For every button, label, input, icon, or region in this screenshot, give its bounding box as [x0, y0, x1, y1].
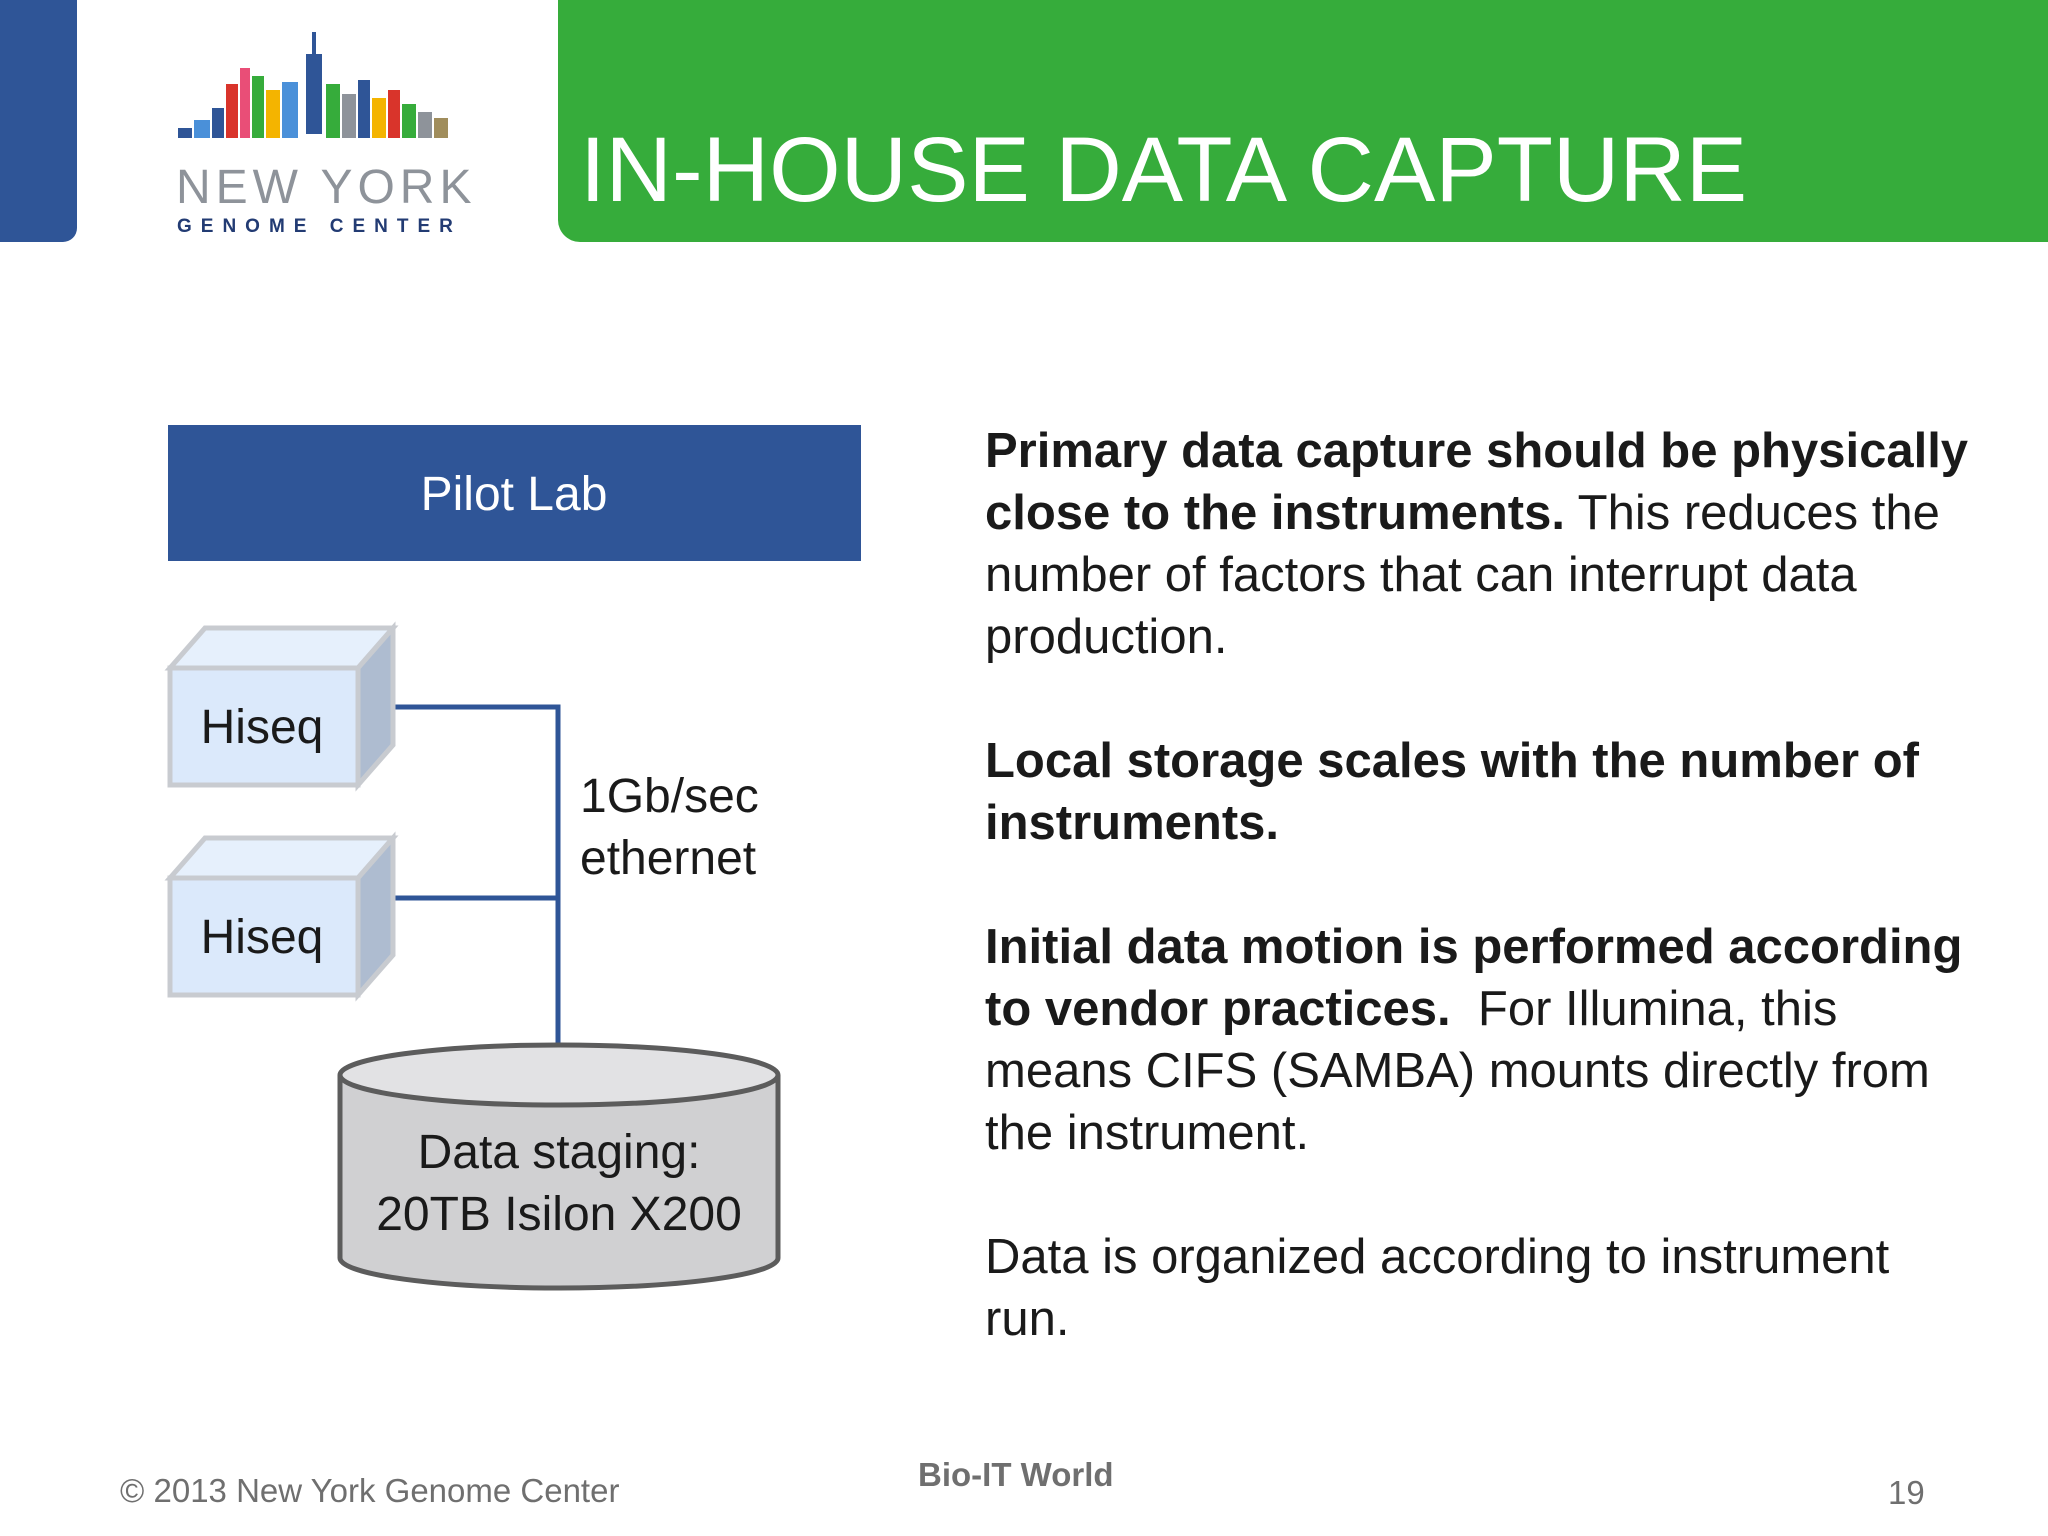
paragraph-1-bold: Primary data capture should be physicall…	[985, 424, 1969, 540]
hiseq-label-1: Hiseq	[201, 701, 324, 754]
left-accent-tab	[0, 0, 77, 242]
page-number: 19	[1888, 1474, 1925, 1511]
paragraph-4-text: Data is organized according to instrumen…	[985, 1230, 1890, 1346]
paragraph-1: Primary data capture should be physicall…	[985, 420, 1985, 668]
footer-event: Bio-IT World	[918, 1456, 1114, 1493]
paragraph-3: Initial data motion is performed accordi…	[985, 916, 1985, 1164]
paragraph-2-bold: Local storage scales with the number of …	[985, 734, 1919, 850]
body-text: Primary data capture should be physicall…	[985, 420, 1985, 1412]
logo-name: NEW YORK	[176, 161, 477, 214]
slide-title: IN-HOUSE DATA CAPTURE	[580, 119, 1748, 221]
hiseq-instrument-2: Hiseq	[164, 831, 399, 1002]
paragraph-1-text: This reduces the number of factors that …	[985, 486, 1940, 664]
pilot-lab-box	[168, 425, 861, 561]
link-type-label: ethernet	[580, 832, 756, 885]
footer-copyright: © 2013 New York Genome Center	[120, 1472, 620, 1509]
nygc-skyline-logo-icon	[170, 24, 490, 244]
paragraph-3-text: For Illumina, this means CIFS (SAMBA) mo…	[985, 982, 1930, 1160]
hiseq-label-2: Hiseq	[201, 911, 324, 964]
paragraph-4: Data is organized according to instrumen…	[985, 1226, 1985, 1350]
link-speed-label: 1Gb/sec	[580, 770, 759, 823]
logo-subtitle: GENOME CENTER	[177, 216, 462, 237]
paragraph-3-bold: Initial data motion is performed accordi…	[985, 920, 1963, 1036]
title-bar: IN-HOUSE DATA CAPTURE	[558, 0, 2048, 242]
ethernet-connections	[395, 704, 561, 1045]
pilot-lab-label: Pilot Lab	[421, 468, 608, 521]
storage-label-line1: Data staging:	[418, 1126, 701, 1179]
paragraph-2: Local storage scales with the number of …	[985, 730, 1985, 854]
storage-label-line2: 20TB Isilon X200	[376, 1188, 742, 1241]
hiseq-instrument-1: Hiseq	[164, 621, 399, 792]
storage-cylinder: Data staging: 20TB Isilon X200	[337, 1042, 781, 1291]
